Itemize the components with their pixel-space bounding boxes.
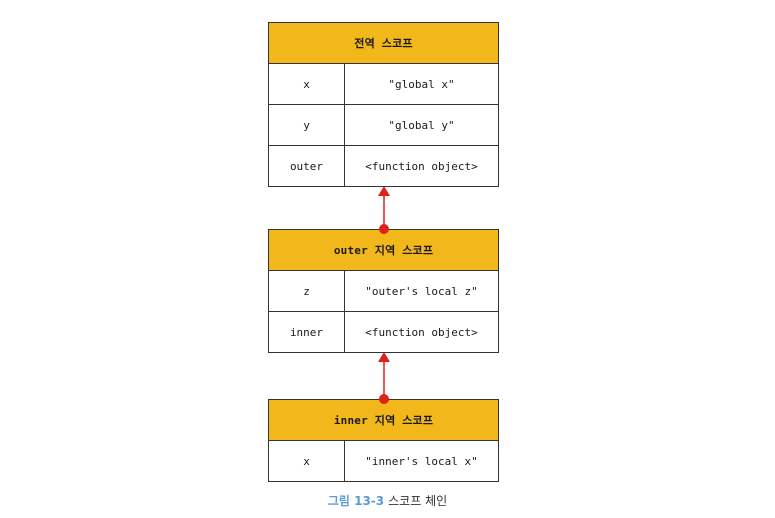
variable-name: x [269, 64, 345, 104]
table-row: y "global y" [269, 105, 498, 146]
table-row: x "inner's local x" [269, 441, 498, 481]
inner-scope-table: inner 지역 스코프 x "inner's local x" [268, 399, 499, 482]
variable-name: inner [269, 312, 345, 352]
inner-scope-title: inner 지역 스코프 [269, 400, 498, 441]
variable-name: z [269, 271, 345, 311]
outer-to-global-arrow [378, 186, 390, 234]
variable-name: outer [269, 146, 345, 186]
inner-to-outer-arrow [378, 352, 390, 404]
variable-value: "global y" [388, 118, 455, 132]
table-row: outer <function object> [269, 146, 498, 186]
figure-caption-text: 스코프 체인 [388, 494, 448, 508]
table-row: inner <function object> [269, 312, 498, 352]
outer-scope-table: outer 지역 스코프 z "outer's local z" inner <… [268, 229, 499, 353]
variable-value: "global x" [388, 77, 455, 91]
variable-name: x [269, 441, 345, 481]
variable-name: y [269, 105, 345, 145]
variable-value: <function object> [365, 159, 478, 173]
arrow-head-icon [378, 352, 390, 362]
outer-scope-title: outer 지역 스코프 [269, 230, 498, 271]
variable-value: <function object> [365, 325, 478, 339]
table-row: x "global x" [269, 64, 498, 105]
variable-value: "inner's local x" [365, 454, 478, 468]
variable-value: "outer's local z" [365, 284, 478, 298]
figure-number: 그림 13-3 [327, 494, 385, 508]
global-scope-title: 전역 스코프 [269, 23, 498, 64]
arrow-head-icon [378, 186, 390, 196]
global-scope-table: 전역 스코프 x "global x" y "global y" outer <… [268, 22, 499, 187]
table-row: z "outer's local z" [269, 271, 498, 312]
